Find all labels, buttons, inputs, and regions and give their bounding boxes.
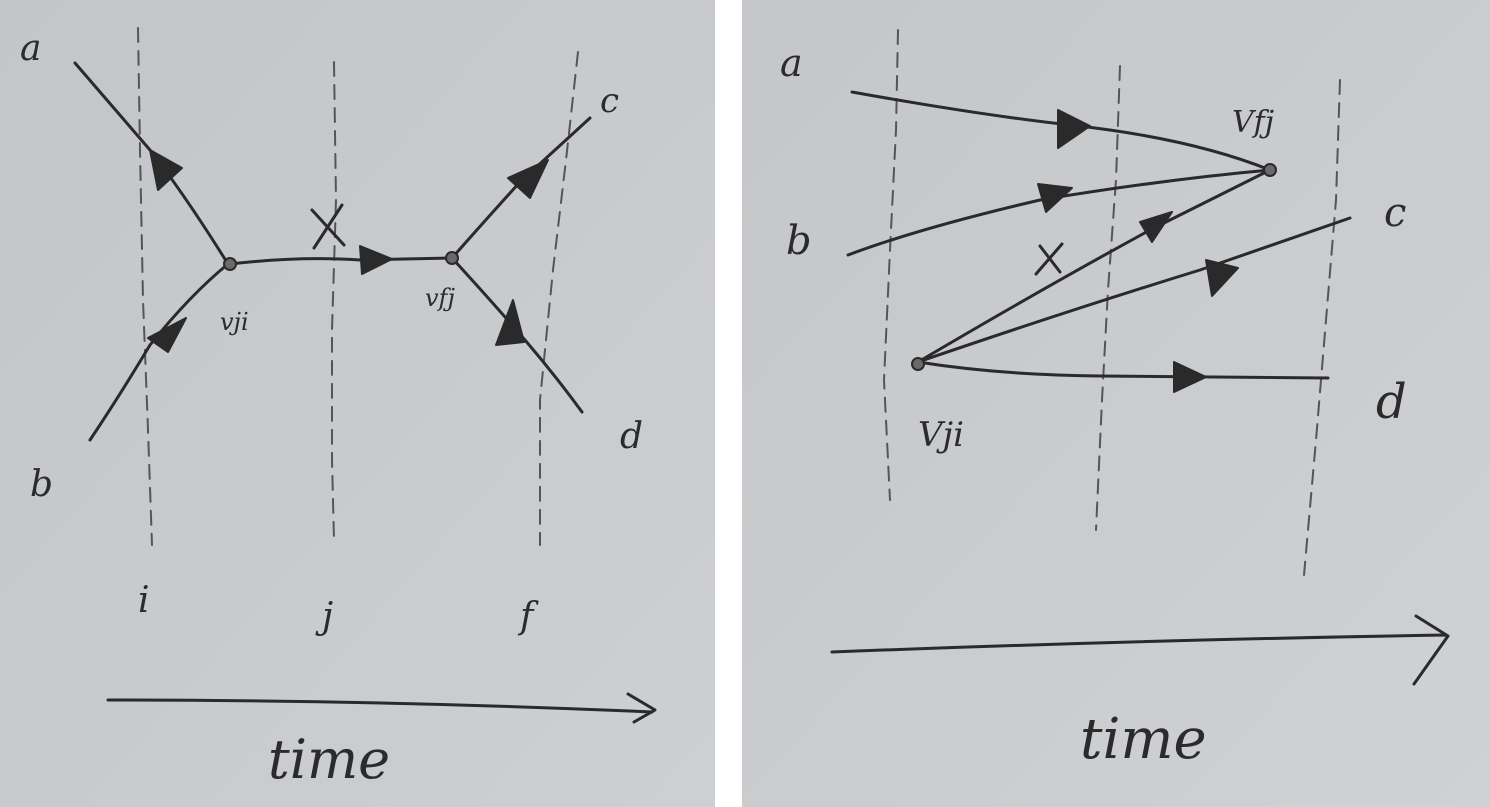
paper-left [0, 0, 715, 807]
arrowhead-c [507, 159, 549, 199]
time-slice-right-2 [1095, 65, 1121, 531]
time-slice-right-1 [882, 29, 899, 501]
label-a-right: a [780, 41, 803, 85]
line-b-right [846, 168, 1272, 257]
line-d-right [916, 360, 1330, 380]
time-slice-f [539, 51, 579, 546]
label-d-right: d [1376, 374, 1407, 430]
label-c-left: c [600, 81, 619, 121]
label-axis-left: time [268, 728, 390, 791]
vertex-vfj-right [1263, 163, 1277, 177]
time-slice-i [137, 27, 153, 546]
propagator-right [916, 168, 1272, 364]
label-d-left: d [620, 416, 643, 457]
arrowhead-c-right [1205, 259, 1239, 297]
label-time-i: i [138, 580, 150, 621]
cut-mark-right [1034, 242, 1064, 276]
arrowhead-a [149, 149, 183, 191]
vertex-vji-right [911, 357, 925, 371]
arrowhead-a-right [1057, 109, 1091, 149]
vertex-vji-left [223, 257, 237, 271]
label-vertex2-left: vfj [425, 284, 455, 312]
propagator [228, 256, 454, 266]
arrowhead-propagator-right [1139, 211, 1173, 243]
line-c-right [916, 216, 1352, 364]
right-panel: a b c d Vji Vfj time [742, 0, 1490, 807]
paper-right [742, 0, 1490, 807]
label-a-left: a [20, 28, 41, 69]
label-vertex2-right: Vfj [1232, 105, 1274, 140]
arrowhead-propagator [359, 245, 393, 275]
arrowhead-b [147, 317, 187, 353]
label-vertex1-left: vji [220, 308, 249, 336]
label-b-left: b [30, 464, 53, 505]
line-d [450, 256, 584, 414]
panel-gap [715, 0, 742, 807]
time-slice-right-3 [1303, 79, 1341, 576]
left-panel: a b c d vji vfj i j f time [0, 0, 715, 807]
label-b-right: b [786, 218, 812, 264]
label-c-right: c [1384, 190, 1406, 236]
line-b [88, 262, 230, 442]
cut-mark-left [310, 203, 346, 250]
time-slice-j [331, 61, 338, 541]
label-axis-right: time [1080, 707, 1207, 772]
vertex-vfj-left [445, 251, 459, 265]
time-axis-left [106, 692, 657, 724]
label-vertex1-right: Vji [918, 415, 964, 455]
arrowhead-b-right [1037, 183, 1073, 213]
time-axis-right [830, 614, 1450, 686]
arrowhead-d-right [1173, 361, 1207, 393]
arrowhead-d [495, 299, 525, 346]
